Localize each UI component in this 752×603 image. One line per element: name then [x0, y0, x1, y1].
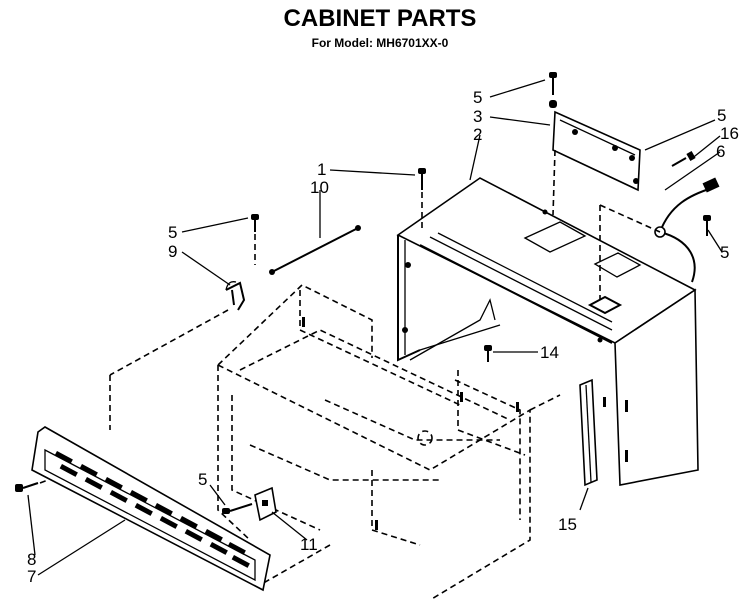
- callout-label: 11: [300, 535, 318, 554]
- callout-label: 5: [168, 223, 177, 242]
- callout-label: 2: [473, 125, 482, 144]
- extension-lines: [39, 204, 661, 586]
- callout-label: 1: [317, 160, 326, 179]
- inner-frame: [217, 284, 531, 601]
- callout-label: 6: [716, 142, 725, 161]
- page-title: CABINET PARTS: [284, 5, 477, 32]
- callout-label: 5: [720, 243, 729, 262]
- callout-label: 8: [27, 550, 36, 569]
- callout-label: 16: [720, 124, 739, 143]
- callout-label: 5: [717, 106, 726, 125]
- seal-strip: [579, 378, 598, 487]
- callout-label: 10: [310, 178, 329, 197]
- power-cord: [654, 177, 720, 283]
- mounting-bracket: [552, 110, 641, 216]
- grille-vents: [54, 451, 250, 568]
- model-subtitle: For Model: MH6701XX-0: [312, 36, 449, 50]
- front-grille: [31, 426, 271, 592]
- callout-label: 15: [558, 515, 577, 534]
- callout-label: 5: [198, 470, 207, 489]
- screws: [15, 72, 711, 514]
- callout-label: 5: [473, 88, 482, 107]
- callout-label: 14: [540, 343, 559, 362]
- callout-numbers: 5 3 2 1 10 5 9 5 16 6 5 14 5 11 8 7 15: [27, 88, 739, 586]
- rod-and-bracket: [225, 225, 361, 311]
- leader-lines: [27, 79, 723, 576]
- callout-label: 7: [27, 567, 36, 586]
- outer-cabinet: [396, 177, 699, 486]
- callout-label: 3: [473, 107, 482, 126]
- clip: [254, 486, 277, 522]
- callout-label: 9: [168, 242, 177, 261]
